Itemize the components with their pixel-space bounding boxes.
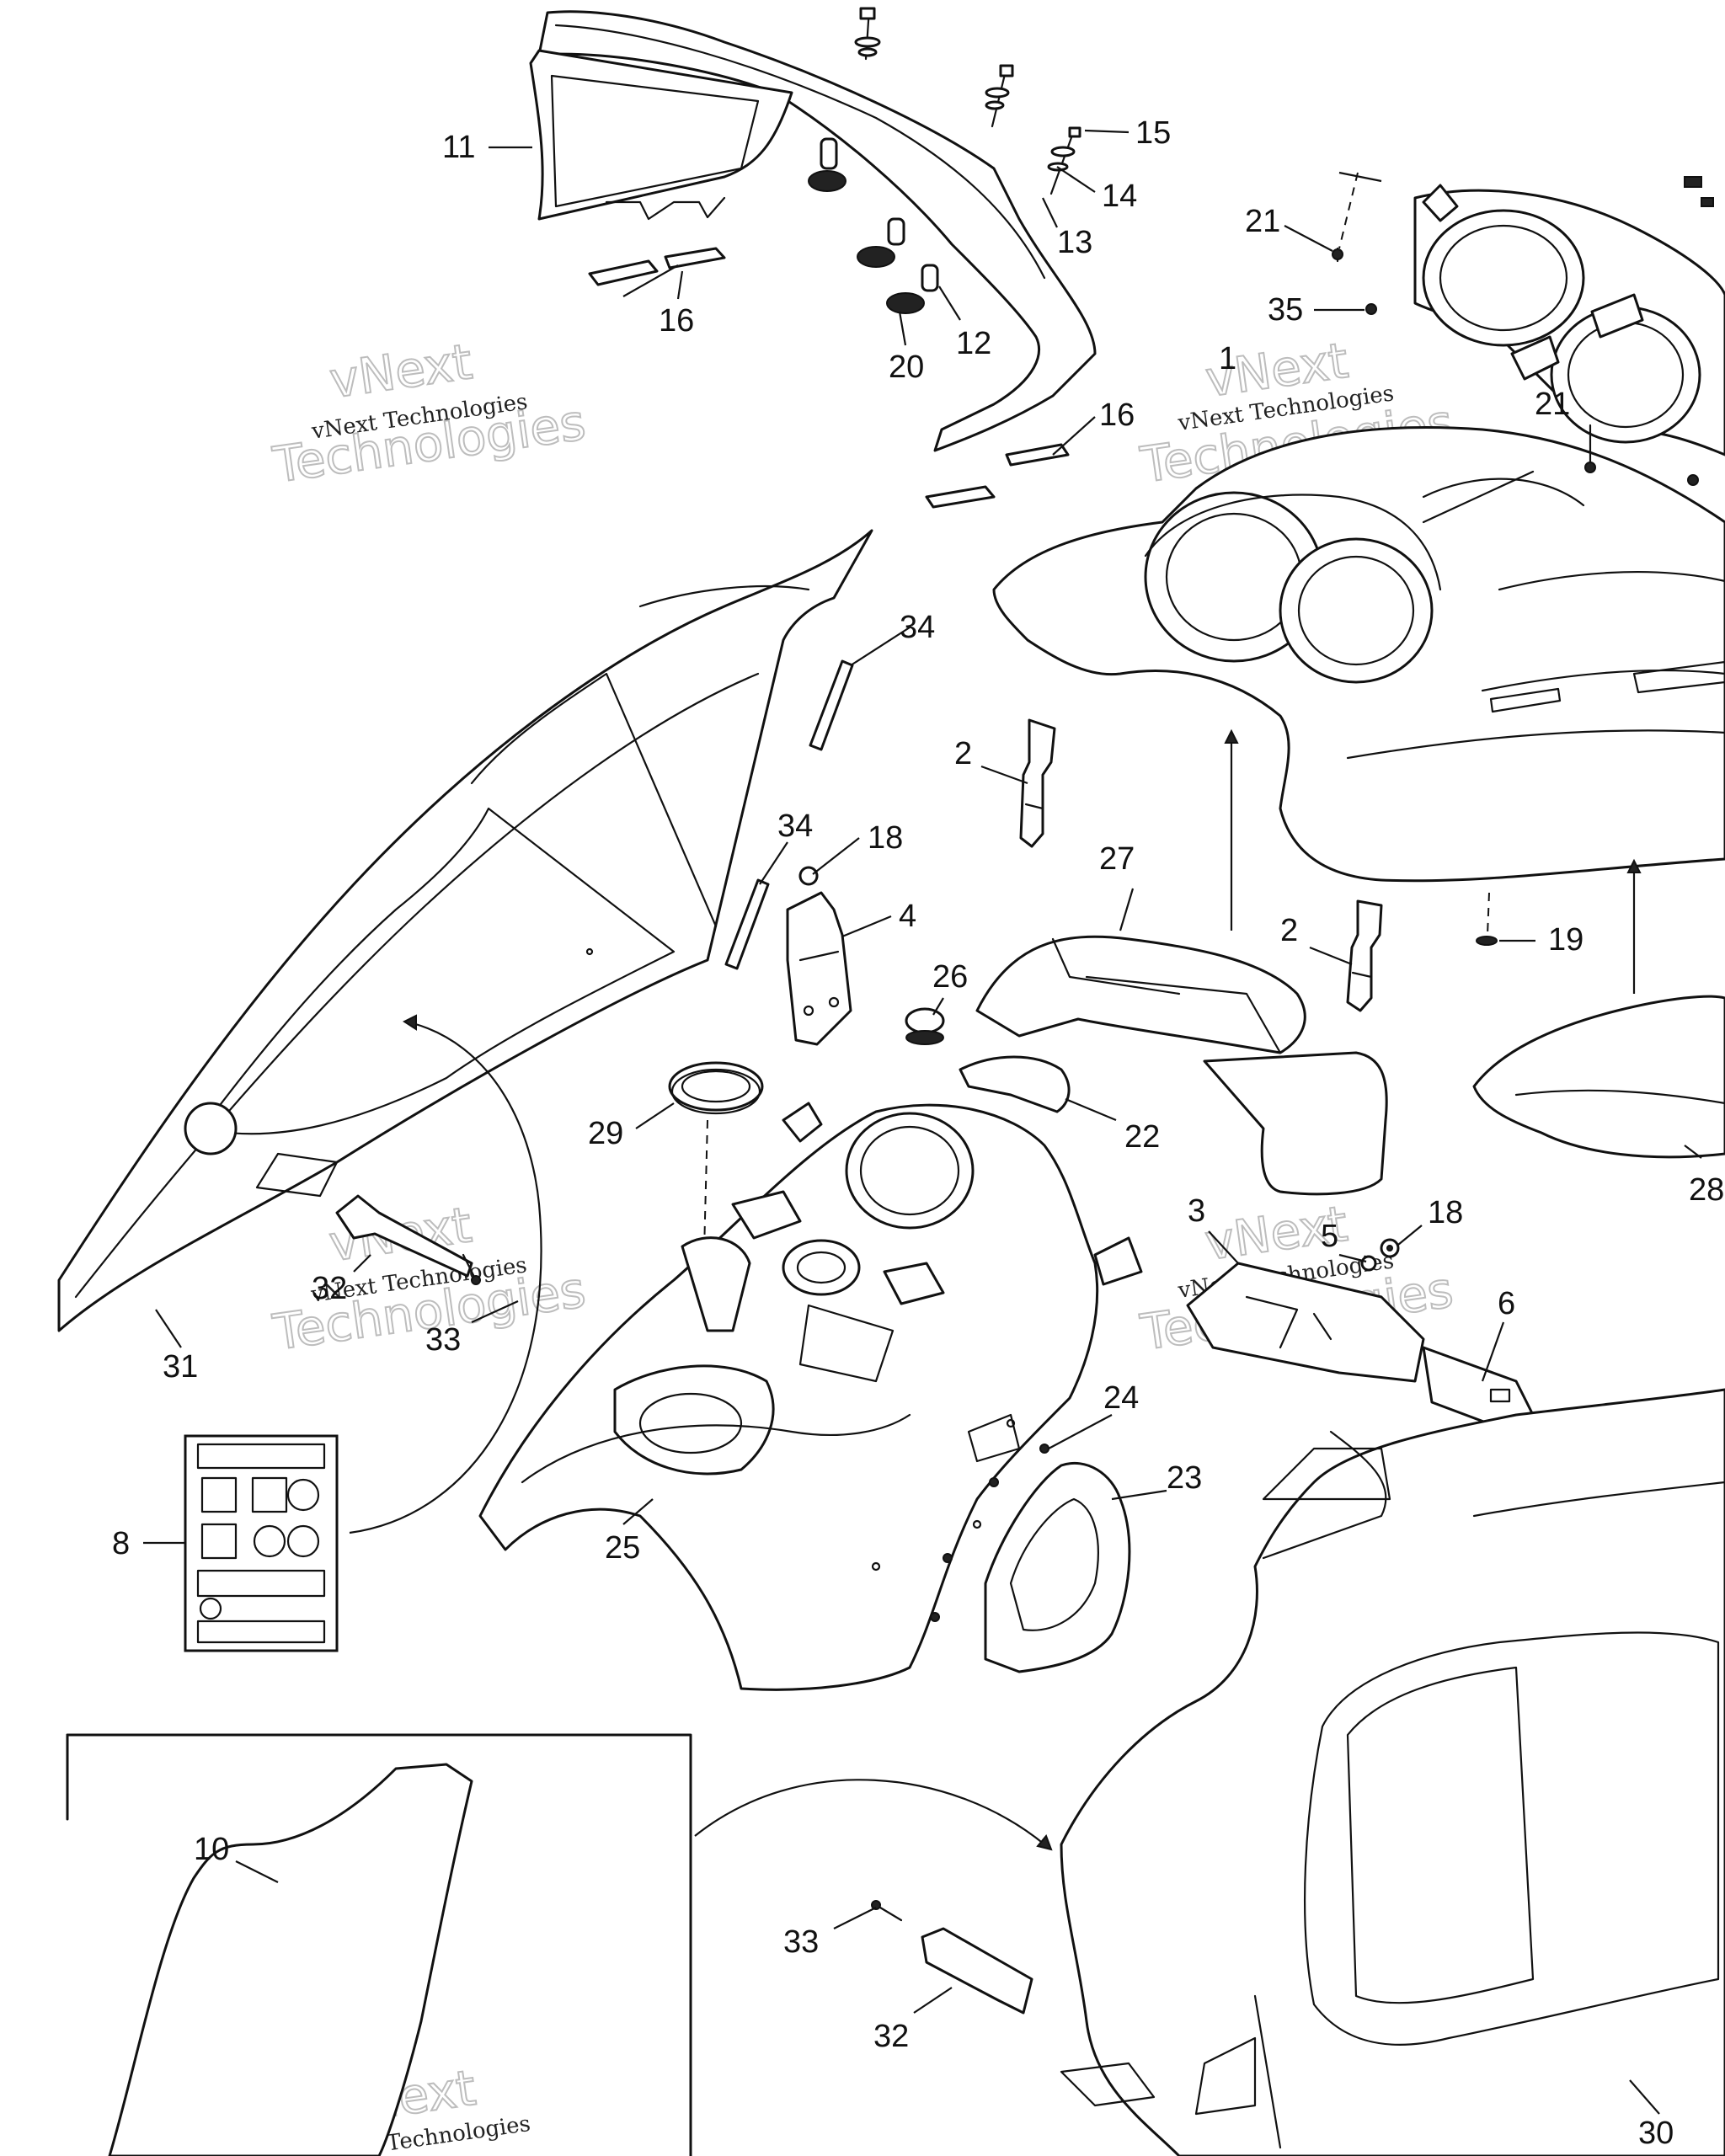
- part-1-front-cowl: [992, 426, 1725, 883]
- callout-10: 10: [194, 1832, 229, 1867]
- callout-4: 4: [899, 899, 916, 934]
- part-19-plug: [1476, 936, 1498, 946]
- callout-21: 21: [1245, 204, 1280, 239]
- callout-23: 23: [1167, 1460, 1202, 1496]
- callout-31: 31: [163, 1349, 198, 1385]
- part-29-filler-ring: [668, 1061, 764, 1115]
- callout-13: 13: [1057, 225, 1092, 260]
- callout-25: 25: [605, 1530, 640, 1566]
- callout-18: 18: [868, 820, 903, 856]
- arrow-8-to-31: [349, 1022, 542, 1534]
- callout-33: 33: [425, 1322, 461, 1358]
- watermark-top-left: vNext Technologies vNext Technologies: [269, 332, 590, 494]
- callout-20: 20: [889, 350, 924, 385]
- part-8-label-sheet: [184, 1434, 339, 1652]
- callout-2: 2: [954, 736, 972, 771]
- part-2-vent-clips: [1019, 718, 1383, 1012]
- part-10-inset: [66, 1733, 692, 2156]
- callout-33: 33: [783, 1924, 819, 1960]
- callout-3: 3: [1188, 1193, 1205, 1229]
- callout-26: 26: [932, 959, 968, 995]
- part-11-windshield-frame: [529, 10, 1097, 452]
- callout-32: 32: [873, 2019, 909, 2054]
- fasteners-21: [1332, 247, 1699, 486]
- arrow-head-31: [402, 1014, 417, 1031]
- part-30-right-side-panel: [1060, 1388, 1725, 2156]
- part-33-screw-lower: [871, 1900, 903, 1922]
- callout-11: 11: [442, 130, 475, 165]
- callout-35: 35: [1268, 292, 1303, 328]
- part-3-bracket: [1186, 1262, 1425, 1383]
- callout-1: 1: [1219, 341, 1236, 376]
- callout-15: 15: [1135, 115, 1171, 151]
- part-32-pin-upper: [335, 1194, 473, 1278]
- part-32-pin-lower: [921, 1927, 1033, 2015]
- callout-14: 14: [1102, 179, 1137, 214]
- callout-6: 6: [1498, 1286, 1515, 1321]
- part-5-washer: [1360, 1255, 1377, 1272]
- part-18b-washer: [1380, 1238, 1400, 1258]
- part-24-screws: [930, 1444, 1049, 1622]
- part-33-screw-upper: [462, 1253, 481, 1285]
- callout-34: 34: [777, 808, 813, 844]
- part-28-right-pad: [1472, 995, 1725, 1159]
- part-34-trim-strips: [724, 659, 854, 970]
- callout-12: 12: [956, 326, 991, 361]
- leader-lines: [143, 129, 1702, 2115]
- callout-29: 29: [588, 1116, 623, 1151]
- arrow-inset-to-30: [694, 1779, 1045, 1845]
- part-22-cover: [959, 1055, 1071, 1113]
- callout-16: 16: [659, 303, 694, 339]
- callout-30: 30: [1638, 2116, 1674, 2151]
- callout-24: 24: [1103, 1380, 1139, 1416]
- callout-numbers: 11 15 14 13 16 12 20 21 35 1 21 16 34 2 …: [112, 115, 1724, 2151]
- arrow-head-30: [1036, 1834, 1053, 1851]
- part-4-bracket: [786, 869, 852, 1046]
- part-26-cap: [905, 1007, 945, 1045]
- callout-34: 34: [900, 610, 935, 645]
- part-18a-washer: [798, 866, 819, 886]
- callout-28: 28: [1689, 1172, 1724, 1208]
- callout-27: 27: [1099, 841, 1135, 877]
- watermark-big-text: vNext: [326, 333, 475, 409]
- callout-8: 8: [112, 1526, 130, 1561]
- assembly-arrows-up: [1224, 728, 1642, 994]
- callout-19: 19: [1548, 922, 1583, 958]
- part-31-left-side-panel: [57, 529, 873, 1332]
- part-27-knee-pad: [975, 935, 1388, 1196]
- callout-18: 18: [1428, 1195, 1463, 1230]
- callout-16: 16: [1099, 398, 1135, 433]
- fasteners-upper-frame: [588, 7, 1081, 509]
- callout-21: 21: [1535, 387, 1570, 422]
- callout-5: 5: [1321, 1219, 1338, 1254]
- arrow-to-bracket: [1338, 171, 1382, 183]
- part-25-tank-cover: [478, 1102, 1143, 1691]
- callout-2: 2: [1280, 913, 1298, 948]
- part-23-storage-bin: [984, 1461, 1131, 1673]
- callout-32: 32: [312, 1271, 347, 1306]
- gauge-bracket: [1413, 176, 1725, 456]
- dash-19: [1487, 892, 1490, 936]
- callout-22: 22: [1124, 1119, 1160, 1155]
- dash-21-top: [1338, 172, 1359, 249]
